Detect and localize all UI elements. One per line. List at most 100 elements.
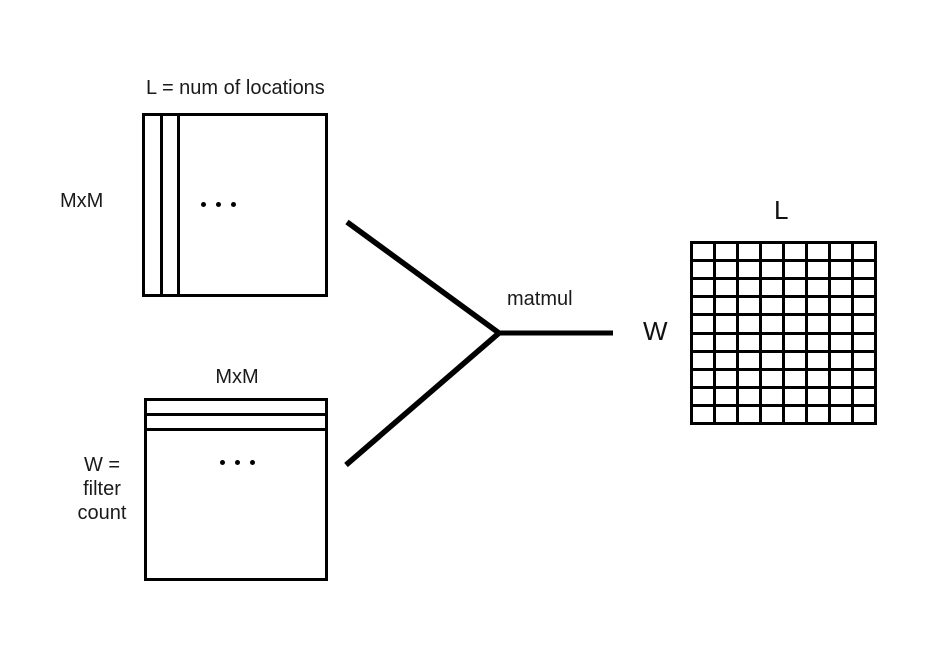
grid-cell [693, 316, 713, 332]
ellipsis-icon [220, 460, 255, 465]
grid-cell [762, 262, 782, 278]
grid-cell [762, 280, 782, 296]
grid-cell [693, 388, 713, 404]
dot-icon [201, 202, 206, 207]
grid-cell [693, 370, 713, 386]
grid-cell [693, 334, 713, 350]
row-divider-line [147, 413, 325, 416]
grid-cell [716, 352, 736, 368]
grid-cell [854, 262, 874, 278]
grid-cell [716, 262, 736, 278]
grid-cell [693, 406, 713, 422]
bottom-matrix-side-label: W = filter count [77, 454, 127, 524]
grid-cell [831, 244, 851, 260]
grid-cell [739, 388, 759, 404]
grid-cell [854, 352, 874, 368]
grid-cell [762, 298, 782, 314]
grid-cell [739, 280, 759, 296]
grid-cell [739, 352, 759, 368]
merge-lines [344, 219, 504, 468]
grid-cell [831, 352, 851, 368]
grid-cell [785, 388, 805, 404]
grid-cell [716, 334, 736, 350]
grid-cell [716, 244, 736, 260]
grid-cell [693, 352, 713, 368]
ellipsis-icon [201, 202, 236, 207]
result-grid [690, 241, 877, 425]
grid-cell [785, 262, 805, 278]
grid-cell [762, 406, 782, 422]
grid-cell [831, 406, 851, 422]
grid-cell [808, 406, 828, 422]
grid-cell [739, 262, 759, 278]
grid-cell [693, 244, 713, 260]
grid-cell [808, 298, 828, 314]
grid-cell [854, 280, 874, 296]
grid-cell [808, 262, 828, 278]
grid-cell [716, 370, 736, 386]
grid-cell [716, 280, 736, 296]
grid-cell [854, 406, 874, 422]
grid-cell [854, 298, 874, 314]
grid-cell [739, 298, 759, 314]
top-matrix-side-label: MxM [60, 190, 104, 212]
dot-icon [216, 202, 221, 207]
grid-cell [785, 280, 805, 296]
grid-cell [808, 280, 828, 296]
operation-label: matmul [507, 288, 573, 310]
grid-cell [739, 370, 759, 386]
grid-cell [785, 406, 805, 422]
grid-cell [785, 244, 805, 260]
column-divider-line [160, 116, 163, 294]
grid-cell [762, 244, 782, 260]
result-matrix-side-label: W [643, 316, 668, 346]
grid-cell [716, 406, 736, 422]
grid-cell [716, 316, 736, 332]
grid-cell [693, 298, 713, 314]
grid-cell [762, 316, 782, 332]
grid-cell [831, 334, 851, 350]
grid-cell [808, 334, 828, 350]
bottom-matrix-title: MxM [215, 366, 259, 388]
grid-cell [808, 352, 828, 368]
dot-icon [220, 460, 225, 465]
grid-cell [808, 370, 828, 386]
grid-cell [854, 244, 874, 260]
grid-cell [693, 280, 713, 296]
top-matrix-title: L = num of locations [146, 77, 325, 99]
grid-cell [762, 388, 782, 404]
grid-cell [785, 316, 805, 332]
grid-cell [854, 370, 874, 386]
dot-icon [235, 460, 240, 465]
grid-cell [785, 370, 805, 386]
result-matrix-top-label: L [774, 195, 789, 225]
grid-cell [693, 262, 713, 278]
grid-cell [762, 370, 782, 386]
grid-cell [854, 388, 874, 404]
grid-cell [831, 316, 851, 332]
grid-cell [739, 334, 759, 350]
grid-cell [831, 262, 851, 278]
grid-cell [716, 388, 736, 404]
grid-cell [808, 244, 828, 260]
grid-cell [854, 316, 874, 332]
grid-cell [854, 334, 874, 350]
grid-cell [762, 352, 782, 368]
grid-cell [831, 388, 851, 404]
row-divider-line [147, 428, 325, 431]
grid-cell [785, 352, 805, 368]
grid-cell [716, 298, 736, 314]
grid-cell [831, 370, 851, 386]
grid-cell [785, 298, 805, 314]
grid-cell [739, 406, 759, 422]
grid-cell [785, 334, 805, 350]
bottom-matrix-box [144, 398, 328, 581]
grid-cell [762, 334, 782, 350]
dot-icon [250, 460, 255, 465]
grid-cell [739, 244, 759, 260]
grid-cell [831, 298, 851, 314]
column-divider-line [177, 116, 180, 294]
grid-cell [808, 388, 828, 404]
grid-cell [831, 280, 851, 296]
